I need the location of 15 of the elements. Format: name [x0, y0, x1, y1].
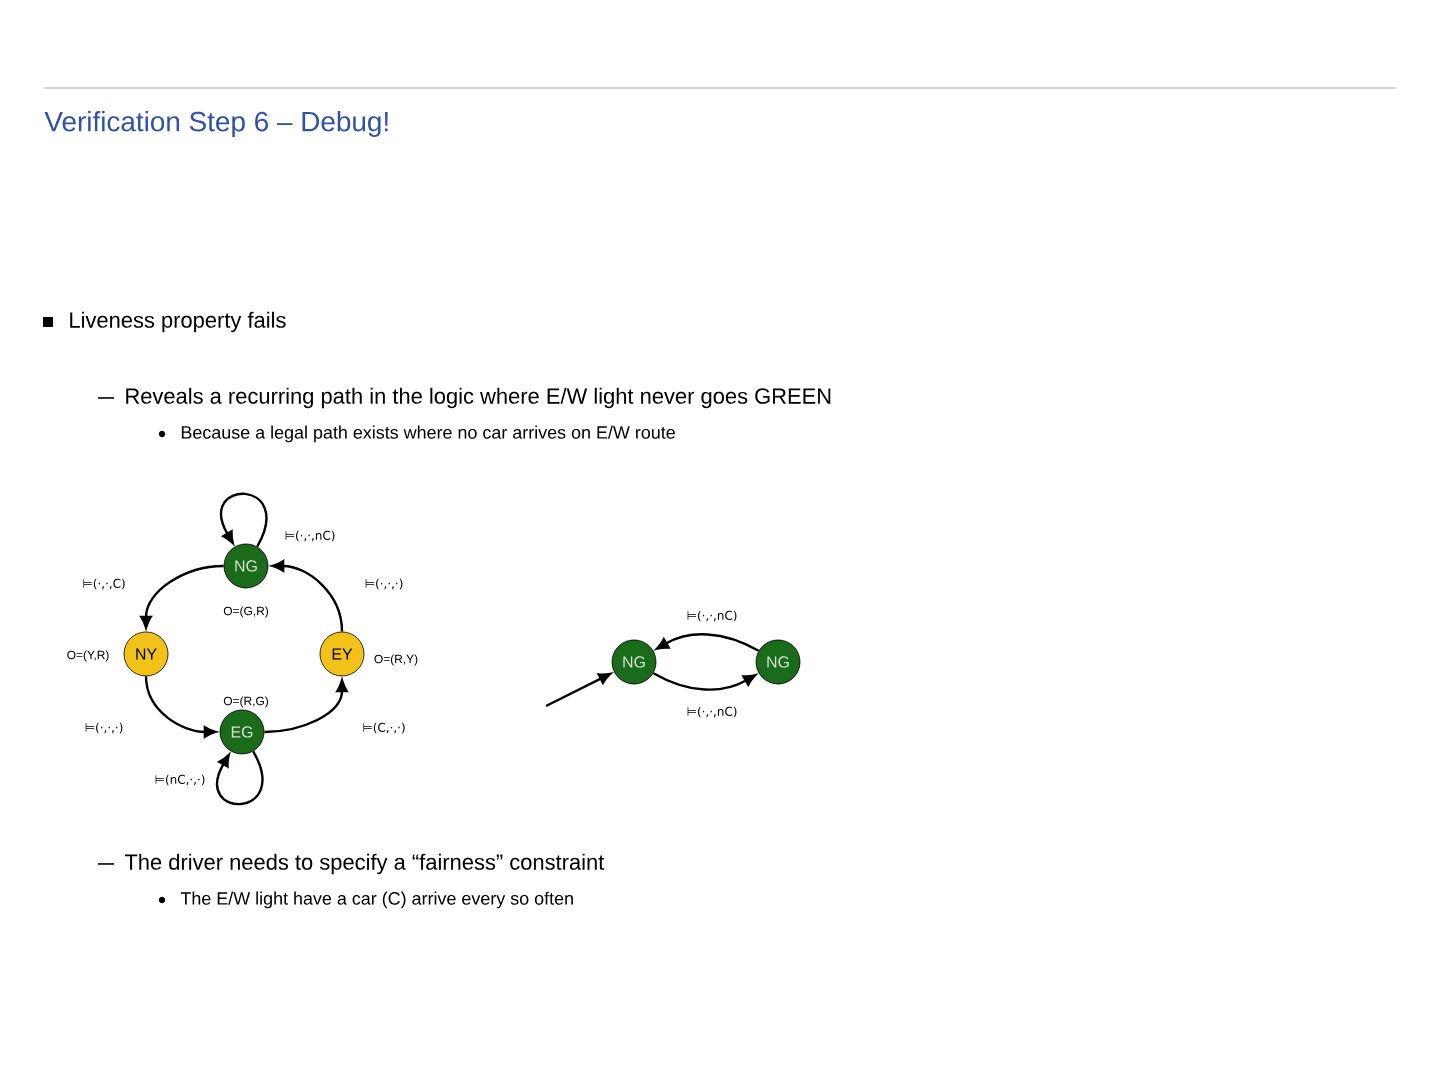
arrow — [140, 564, 224, 629]
bullet-text: Because a legal path exists where no car arrives on E/W route — [181, 425, 675, 443]
arrow — [216, 750, 264, 806]
bullet-text: Reveals a recurring path in the logic where E/W light never goes GREEN — [126, 387, 831, 409]
arrow — [271, 560, 344, 632]
arrow — [545, 672, 612, 708]
arrow — [144, 676, 217, 738]
arrow — [652, 672, 757, 691]
arrow — [655, 633, 760, 652]
arrow — [220, 492, 268, 548]
title: Verification Step 6 – Debug! — [44, 110, 388, 137]
bullet-text: Liveness property fails — [70, 311, 286, 333]
arrow — [264, 679, 348, 734]
bullet-text: The driver needs to specify a “fairness” constraint — [124, 853, 605, 875]
bullet-text: The E/W light have a car (C) arrive every so often — [180, 891, 573, 909]
